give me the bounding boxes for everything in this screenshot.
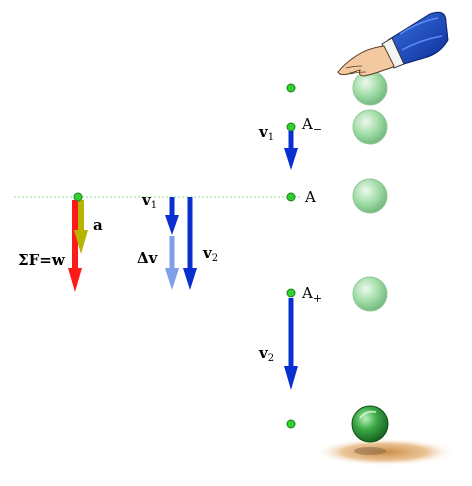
ball-icon: [352, 70, 388, 106]
v1-arrow-middle: [165, 197, 179, 235]
ball-icon: [352, 109, 388, 145]
point-top: [286, 83, 296, 93]
point-a-plus-label: A+: [301, 284, 322, 305]
force-arrow: [68, 200, 82, 292]
net-force-label: ΣF=w: [18, 251, 66, 269]
delta-v-label: Δv: [137, 249, 159, 267]
point-a: [286, 192, 296, 202]
delta-v-arrow: [165, 236, 179, 290]
point-a-label: A: [304, 188, 316, 206]
ball-contact-shadow: [354, 447, 386, 455]
v2-label-right: v2: [258, 344, 274, 364]
point-left: [73, 192, 83, 202]
v1-label-middle: v1: [141, 191, 157, 211]
ball-icon: [351, 405, 389, 443]
acceleration-arrow: [74, 200, 88, 254]
v1-arrow-right: [284, 131, 298, 170]
v1-label-right: v1: [258, 123, 274, 143]
hand-icon: [337, 11, 449, 77]
v2-arrow-middle: [183, 197, 197, 290]
ball-icon: [352, 178, 388, 214]
v2-arrow-right: [284, 298, 298, 390]
ball-icon: [352, 276, 388, 312]
point-a-minus-label: A−: [301, 115, 322, 136]
acceleration-label: a: [93, 216, 103, 234]
v2-label-middle: v2: [202, 244, 218, 264]
point-a-plus: [286, 288, 296, 298]
ball-highlight: [359, 410, 377, 419]
point-a-minus: [286, 122, 296, 132]
point-bottom: [286, 419, 296, 429]
